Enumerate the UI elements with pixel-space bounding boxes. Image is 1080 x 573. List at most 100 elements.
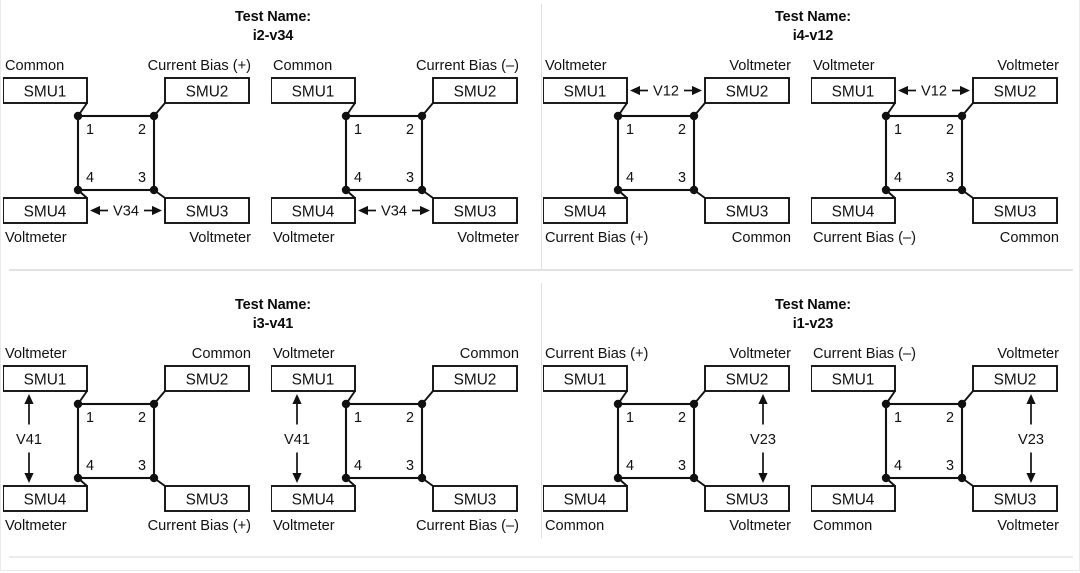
node-label-1: 1 — [354, 122, 362, 138]
smu-terminal-tl[interactable]: SMU1 — [271, 77, 356, 104]
contact-node-dot-br — [957, 185, 967, 195]
role-caption-br: Voltmeter — [997, 518, 1059, 534]
contact-node-dot-bl — [613, 185, 623, 195]
smu-box-br[interactable] — [704, 485, 790, 512]
smu-terminal-tl[interactable]: SMU1 — [811, 77, 896, 104]
smu-box-bl[interactable] — [3, 485, 88, 512]
smu-box-br[interactable] — [972, 485, 1058, 512]
smu-box-label-tl: SMU1 — [564, 83, 607, 100]
smu-box-tl[interactable] — [543, 365, 628, 392]
smu-box-br[interactable] — [164, 485, 250, 512]
role-caption-br: Voltmeter — [457, 230, 519, 246]
role-caption-br: Common — [732, 230, 791, 246]
smu-box-bl[interactable] — [3, 197, 88, 224]
smu-box-tl[interactable] — [271, 77, 356, 104]
smu-box-label-bl: SMU4 — [24, 491, 67, 508]
smu-box-br[interactable] — [432, 197, 518, 224]
smu-box-tr[interactable] — [432, 77, 518, 104]
smu-box-bl[interactable] — [271, 197, 356, 224]
test-name-value: i3-v41 — [252, 315, 294, 332]
contact-node-dot-bl — [73, 473, 83, 483]
smu-terminal-bl[interactable]: SMU4 — [811, 485, 896, 512]
smu-terminal-br[interactable]: SMU3 — [704, 485, 790, 512]
smu-terminal-bl[interactable]: SMU4 — [3, 485, 88, 512]
smu-terminal-bl[interactable]: SMU4 — [811, 197, 896, 224]
smu-box-bl[interactable] — [543, 485, 628, 512]
smu-terminal-br[interactable]: SMU3 — [704, 197, 790, 224]
smu-terminal-tr[interactable]: SMU2 — [972, 365, 1058, 392]
smu-terminal-tr[interactable]: SMU2 — [164, 77, 250, 104]
smu-terminal-tr[interactable]: SMU2 — [972, 77, 1058, 104]
smu-box-tr[interactable] — [704, 365, 790, 392]
smu-box-tl[interactable] — [811, 77, 896, 104]
van-der-pauw-square — [344, 402, 424, 480]
smu-box-tr[interactable] — [972, 365, 1058, 392]
smu-box-tr[interactable] — [972, 77, 1058, 104]
smu-box-br[interactable] — [704, 197, 790, 224]
contact-node-dot-br — [417, 473, 427, 483]
node-label-2: 2 — [138, 122, 146, 138]
role-caption-tl: Current Bias (–) — [813, 346, 916, 362]
smu-terminal-br[interactable]: SMU3 — [164, 485, 250, 512]
smu-terminal-br[interactable]: SMU3 — [432, 197, 518, 224]
smu-terminal-tr[interactable]: SMU2 — [164, 365, 250, 392]
smu-terminal-tl[interactable]: SMU1 — [543, 77, 628, 104]
smu-box-tl[interactable] — [543, 77, 628, 104]
arrowhead-right — [420, 205, 430, 216]
smu-terminal-br[interactable]: SMU3 — [972, 197, 1058, 224]
contact-node-dot-bl — [613, 473, 623, 483]
role-caption-tl: Current Bias (+) — [545, 346, 648, 362]
smu-terminal-bl[interactable]: SMU4 — [271, 197, 356, 224]
node-label-1: 1 — [626, 410, 634, 426]
smu-terminal-tl[interactable]: SMU1 — [811, 365, 896, 392]
role-caption-br: Current Bias (+) — [148, 518, 251, 534]
smu-box-br[interactable] — [164, 197, 250, 224]
smu-terminal-br[interactable]: SMU3 — [972, 485, 1058, 512]
smu-box-tl[interactable] — [811, 365, 896, 392]
smu-box-bl[interactable] — [271, 485, 356, 512]
measurement-V34: V34 — [358, 204, 430, 220]
van-der-pauw-square — [616, 114, 696, 192]
smu-terminal-tl[interactable]: SMU1 — [271, 365, 356, 392]
smu-terminal-bl[interactable]: SMU4 — [3, 197, 88, 224]
smu-box-tr[interactable] — [432, 365, 518, 392]
smu-box-bl[interactable] — [811, 197, 896, 224]
smu-terminal-bl[interactable]: SMU4 — [543, 197, 628, 224]
node-label-2: 2 — [138, 410, 146, 426]
smu-terminal-br[interactable]: SMU3 — [164, 197, 250, 224]
node-label-4: 4 — [894, 170, 902, 186]
smu-box-br[interactable] — [432, 485, 518, 512]
smu-box-tl[interactable] — [3, 77, 88, 104]
smu-terminal-tr[interactable]: SMU2 — [432, 365, 518, 392]
smu-terminal-tl[interactable]: SMU1 — [3, 77, 88, 104]
smu-box-label-tr: SMU2 — [726, 371, 769, 388]
smu-box-tl[interactable] — [271, 365, 356, 392]
smu-terminal-br[interactable]: SMU3 — [432, 485, 518, 512]
smu-terminal-tl[interactable]: SMU1 — [3, 365, 88, 392]
smu-terminal-tl[interactable]: SMU1 — [543, 365, 628, 392]
node-label-3: 3 — [138, 458, 146, 474]
smu-box-tr[interactable] — [164, 77, 250, 104]
smu-box-tr[interactable] — [164, 365, 250, 392]
node-label-3: 3 — [678, 458, 686, 474]
smu-terminal-tr[interactable]: SMU2 — [704, 77, 790, 104]
smu-box-tr[interactable] — [704, 77, 790, 104]
contact-node-dot-br — [149, 185, 159, 195]
smu-box-br[interactable] — [972, 197, 1058, 224]
test-name-heading: Test Name:i4-v12 — [543, 8, 1080, 45]
smu-terminal-bl[interactable]: SMU4 — [271, 485, 356, 512]
smu-terminal-tr[interactable]: SMU2 — [704, 365, 790, 392]
smu-terminal-tr[interactable]: SMU2 — [432, 77, 518, 104]
smu-box-bl[interactable] — [811, 485, 896, 512]
smu-terminal-bl[interactable]: SMU4 — [543, 485, 628, 512]
smu-box-tl[interactable] — [3, 365, 88, 392]
smu-box-bl[interactable] — [543, 197, 628, 224]
test-name-heading: Test Name:i1-v23 — [543, 296, 1080, 333]
role-caption-br: Current Bias (–) — [416, 518, 519, 534]
